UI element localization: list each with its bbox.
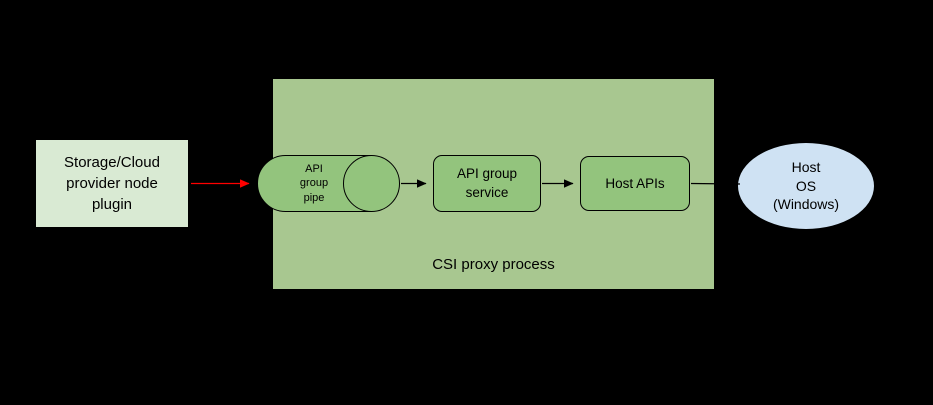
pipe-label: API group pipe <box>299 163 329 204</box>
api-group-pipe-node: API group pipe <box>257 155 400 212</box>
csi-proxy-process-label: CSI proxy process <box>432 256 555 273</box>
pipe-end-cap-shape <box>343 155 400 212</box>
host-apis-node: Host APIs <box>580 156 690 211</box>
host-os-node: Host OS (Windows) <box>737 142 875 230</box>
api-group-service-node: API group service <box>433 155 541 212</box>
storage-provider-plugin-node: Storage/Cloud provider node plugin <box>35 139 189 228</box>
